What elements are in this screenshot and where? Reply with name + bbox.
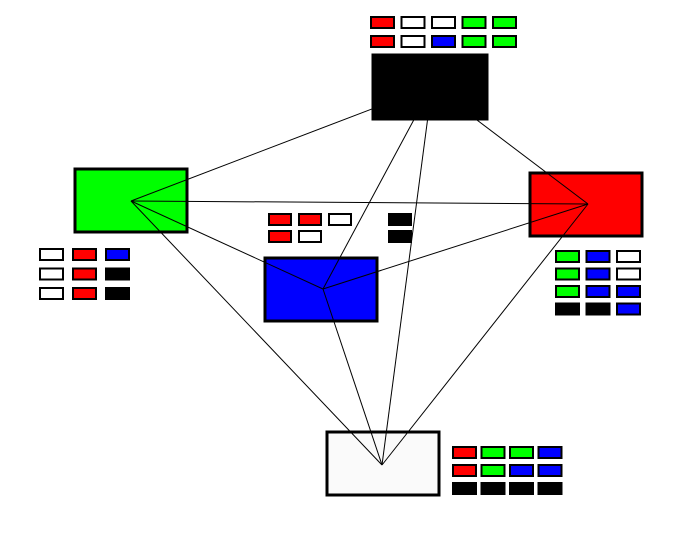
legend-blue-cell — [298, 230, 322, 243]
legend-blue — [268, 213, 412, 243]
legend-red-cell — [616, 250, 641, 263]
node-blue-box[interactable] — [263, 256, 379, 323]
legend-green-cell — [39, 248, 64, 261]
edge-black-green — [130, 85, 433, 202]
legend-red-cell — [585, 250, 611, 263]
edge-red-blue — [322, 203, 589, 290]
legend-red-cell — [585, 285, 611, 298]
legend-blue-cell — [268, 213, 292, 226]
legend-black-cell — [461, 35, 487, 48]
edge-black-red — [431, 85, 589, 205]
legend-white — [452, 446, 563, 495]
legends-layer — [39, 16, 641, 495]
edge-green-blue — [130, 200, 324, 290]
legend-blue-cell — [388, 230, 412, 243]
legend-black-cell — [400, 16, 426, 29]
legend-green-cell — [105, 248, 130, 261]
legend-white-cell — [452, 446, 477, 459]
legend-blue-cell — [388, 213, 412, 226]
legend-black-cell — [461, 16, 487, 29]
edge-black-blue — [322, 85, 433, 290]
legend-red-cell — [616, 302, 641, 316]
edge-green-red — [130, 200, 589, 205]
edge-blue-white — [322, 288, 383, 466]
legend-black-cell — [431, 35, 456, 48]
legend-red-cell — [555, 250, 580, 263]
legend-red-cell — [585, 302, 611, 316]
legend-green-cell — [72, 248, 97, 261]
legend-black-cell — [400, 35, 426, 48]
legend-white-cell — [480, 446, 506, 459]
legend-green-cell — [72, 267, 97, 281]
legend-red-cell — [585, 267, 611, 281]
legend-white-cell — [452, 482, 477, 495]
legend-green-cell — [105, 287, 130, 300]
edge-green-white — [130, 200, 383, 466]
legend-white-cell — [537, 482, 563, 495]
legend-black-cell — [492, 35, 517, 48]
edge-black-white — [381, 85, 433, 466]
legend-green-cell — [105, 267, 130, 281]
legend-white-cell — [509, 464, 534, 477]
legend-red-cell — [555, 285, 580, 298]
legend-red-cell — [555, 302, 580, 316]
legend-green-cell — [39, 287, 64, 300]
legend-blue-cell — [328, 213, 352, 226]
legend-black-cell — [431, 16, 456, 29]
edge-red-white — [381, 203, 589, 466]
legend-blue-cell — [268, 230, 292, 243]
legend-white-cell — [537, 446, 563, 459]
legend-green — [39, 248, 130, 300]
legend-red-cell — [616, 267, 641, 281]
legend-red-cell — [555, 267, 580, 281]
legend-white-cell — [537, 464, 563, 477]
legend-red-cell — [616, 285, 641, 298]
legend-black-cell — [370, 35, 395, 48]
legend-white-cell — [509, 482, 534, 495]
legend-white-cell — [480, 464, 506, 477]
legend-white-cell — [452, 464, 477, 477]
legend-white-cell — [509, 446, 534, 459]
legend-blue-cell — [298, 213, 322, 226]
edges-layer — [130, 85, 589, 466]
legend-green-cell — [39, 267, 64, 281]
legend-white-cell — [480, 482, 506, 495]
legend-red — [555, 250, 641, 316]
legend-black-cell — [370, 16, 395, 29]
legend-black-cell — [492, 16, 517, 29]
legend-green-cell — [72, 287, 97, 300]
legend-black — [370, 16, 517, 48]
